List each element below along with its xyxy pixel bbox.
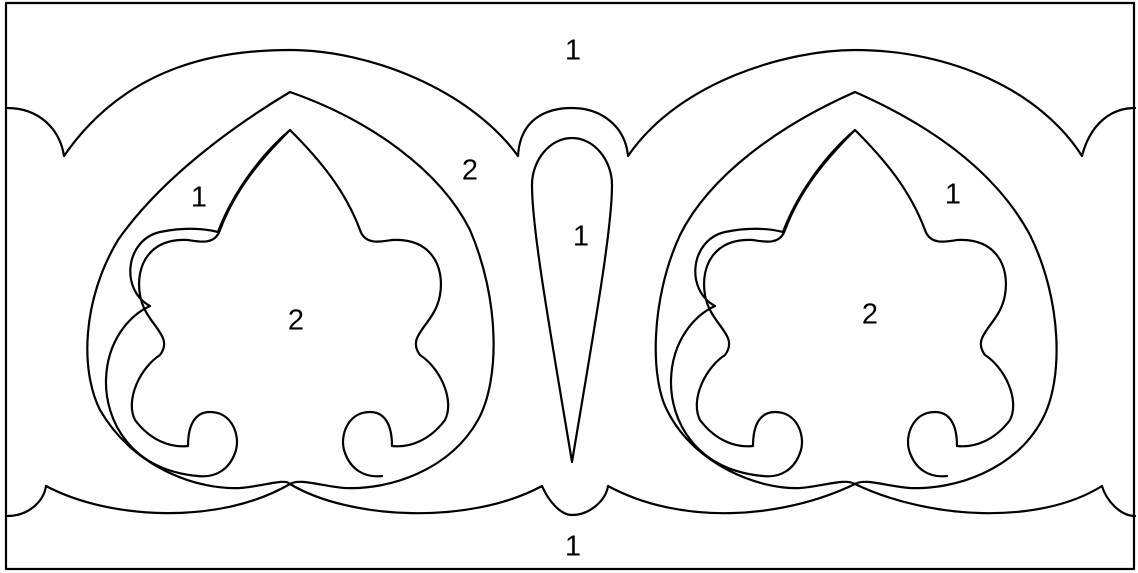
right-arch-outer (656, 92, 1057, 488)
left-arch-outer (87, 92, 493, 488)
right-trefoil-right (855, 130, 1013, 476)
label-bottom: 1 (565, 531, 581, 563)
label-right-inner-band: 1 (945, 179, 961, 211)
frame (6, 3, 1134, 569)
right-trefoil (671, 130, 855, 476)
label-left-center: 2 (288, 305, 304, 337)
label-drop-center: 1 (573, 221, 589, 253)
left-trefoil-right (290, 130, 448, 476)
label-top: 1 (565, 35, 581, 67)
label-right-center: 2 (862, 299, 878, 331)
bottom-arcade (7, 484, 1135, 516)
center-teardrop (532, 138, 612, 462)
label-left-inner-band: 1 (191, 182, 207, 214)
label-left-outer-band: 2 (462, 155, 478, 187)
